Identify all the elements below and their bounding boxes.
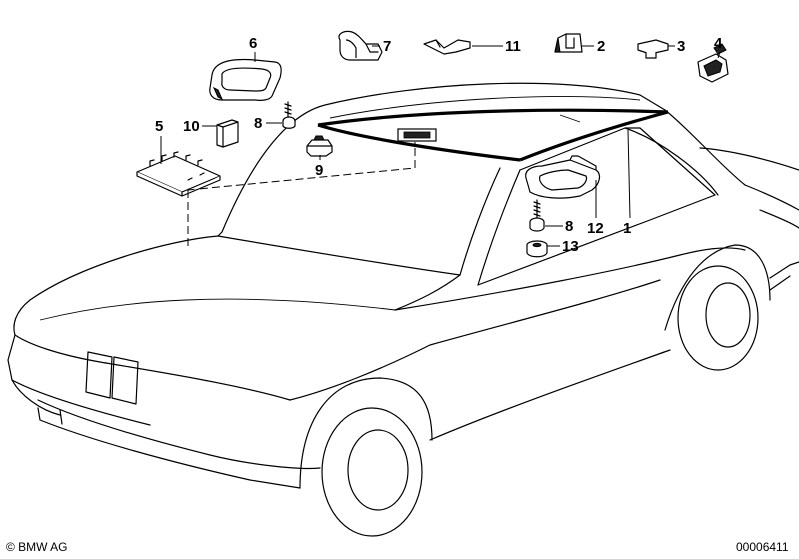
headliner-part-1 bbox=[317, 96, 669, 162]
diagram-id: 00006411 bbox=[736, 540, 789, 554]
callout-8-lower: 8 bbox=[565, 218, 573, 235]
copyright-text: © BMW AG bbox=[6, 540, 68, 554]
screw-part-8-lower bbox=[529, 199, 545, 232]
clip-part-9 bbox=[306, 135, 333, 157]
callouts: 6 7 11 2 3 4 5 10 8 9 8 12 1 13 bbox=[155, 35, 723, 255]
callout-12: 12 bbox=[587, 220, 604, 237]
callout-13: 13 bbox=[562, 238, 579, 255]
hook-part-7 bbox=[338, 30, 383, 61]
callout-7: 7 bbox=[383, 38, 391, 55]
retainer-part-4 bbox=[697, 43, 729, 83]
callout-1: 1 bbox=[623, 220, 631, 237]
mounting-path bbox=[187, 142, 416, 248]
leader-lines bbox=[160, 45, 721, 247]
callout-4: 4 bbox=[714, 35, 723, 52]
cap-part-3 bbox=[637, 39, 669, 59]
car-outline bbox=[7, 82, 799, 537]
callout-6: 6 bbox=[249, 35, 257, 52]
callout-5: 5 bbox=[155, 118, 163, 135]
screw-part-8-upper bbox=[282, 101, 296, 129]
callout-9: 9 bbox=[315, 162, 323, 179]
callout-2: 2 bbox=[597, 38, 605, 55]
grab-handle-part-6 bbox=[209, 58, 282, 101]
nut-part-13 bbox=[526, 240, 548, 258]
grab-handle-part-12 bbox=[525, 155, 601, 199]
callout-10: 10 bbox=[183, 118, 200, 135]
clip-part-2 bbox=[554, 33, 583, 53]
callout-8-upper: 8 bbox=[254, 115, 262, 132]
callout-3: 3 bbox=[677, 38, 685, 55]
cover-part-10 bbox=[216, 119, 239, 148]
bracket-part-11 bbox=[423, 39, 471, 55]
panel-part-5 bbox=[136, 151, 221, 197]
callout-11: 11 bbox=[505, 38, 521, 55]
